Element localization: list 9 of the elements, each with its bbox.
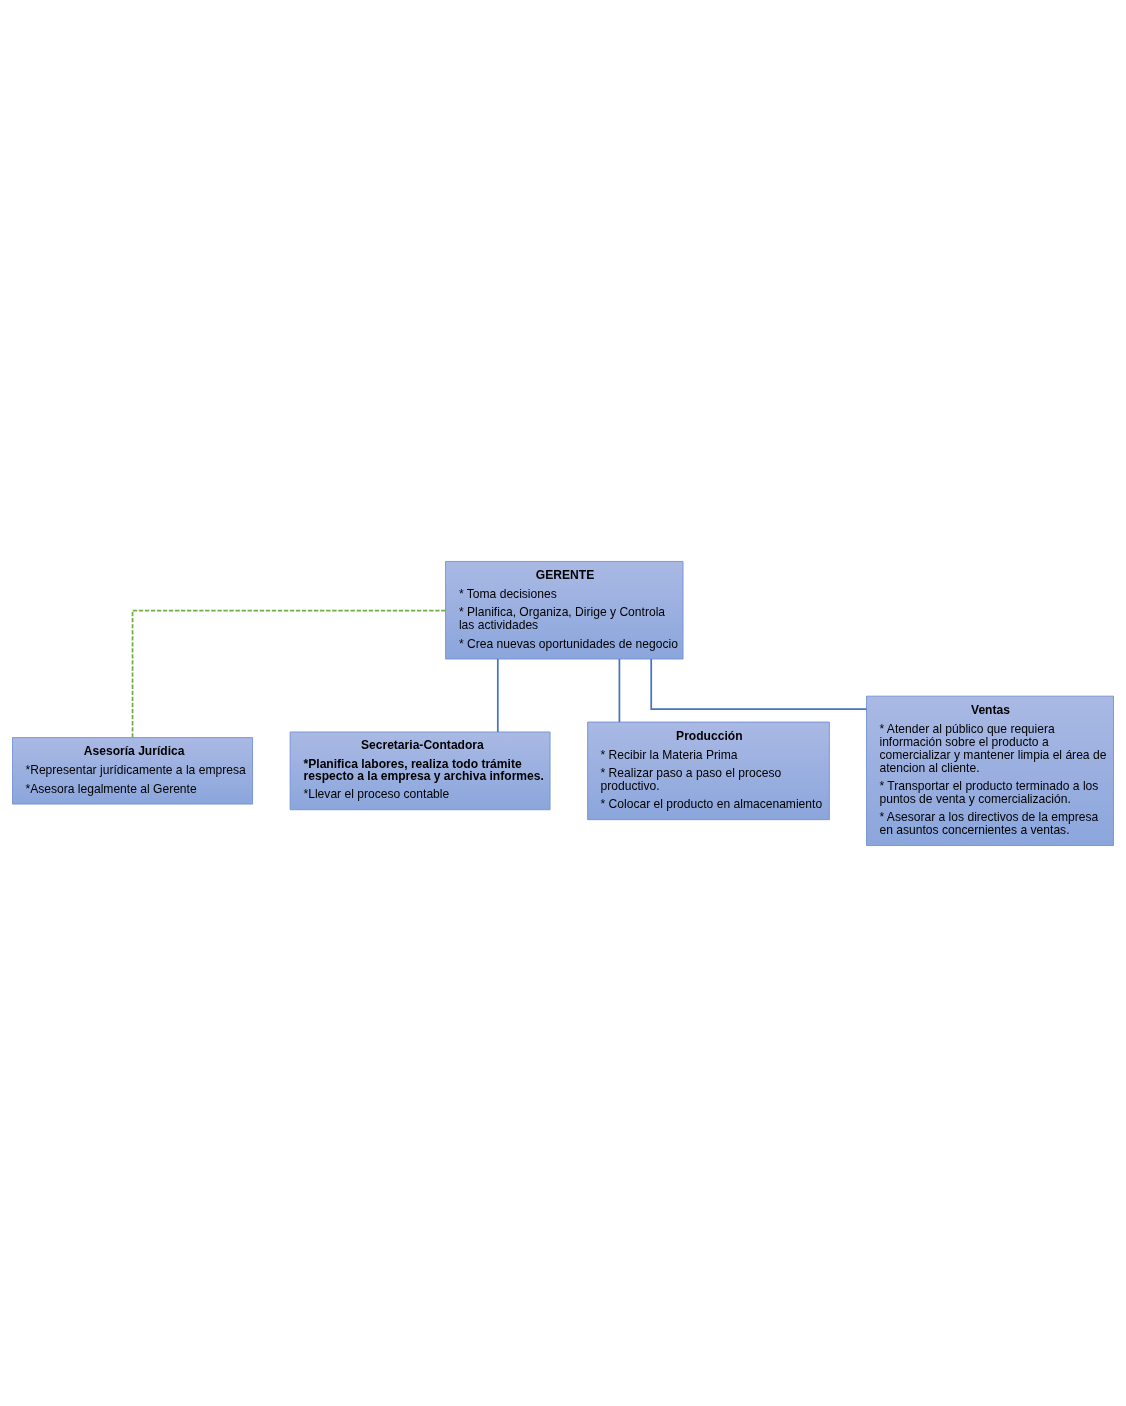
node-box: Asesoría Jurídica *Representar jurídicamente a la empresa *Asesora legalmente al Gerente xyxy=(12,736,253,805)
connector xyxy=(496,657,499,733)
connector xyxy=(650,657,868,710)
node-box: Secretaria-Contadora *Planifica labores, realiza todo trámite respecto a la empresa y archiva informes. *Llevar el proceso contable xyxy=(289,731,551,810)
connector xyxy=(131,609,447,738)
connector xyxy=(618,657,621,723)
node-box: Ventas * Atender al público que requiera información sobre el producto a comercializar y mantener limpia el área de atencion al cliente. * Transportar el producto terminado a los puntos de venta y comercialización. * Asesorar a los directivos de la empresa en asuntos concernientes a ventas. xyxy=(866,695,1114,846)
node-box: GERENTE * Toma decisiones * Planifica, Organiza, Dirige y Controla las actividades * Crea nuevas oportunidades de negocio xyxy=(445,560,684,659)
node-box: Producción * Recibir la Materia Prima * Realizar paso a paso el proceso productivo. * Colocar el producto en almacenamiento xyxy=(587,721,830,820)
